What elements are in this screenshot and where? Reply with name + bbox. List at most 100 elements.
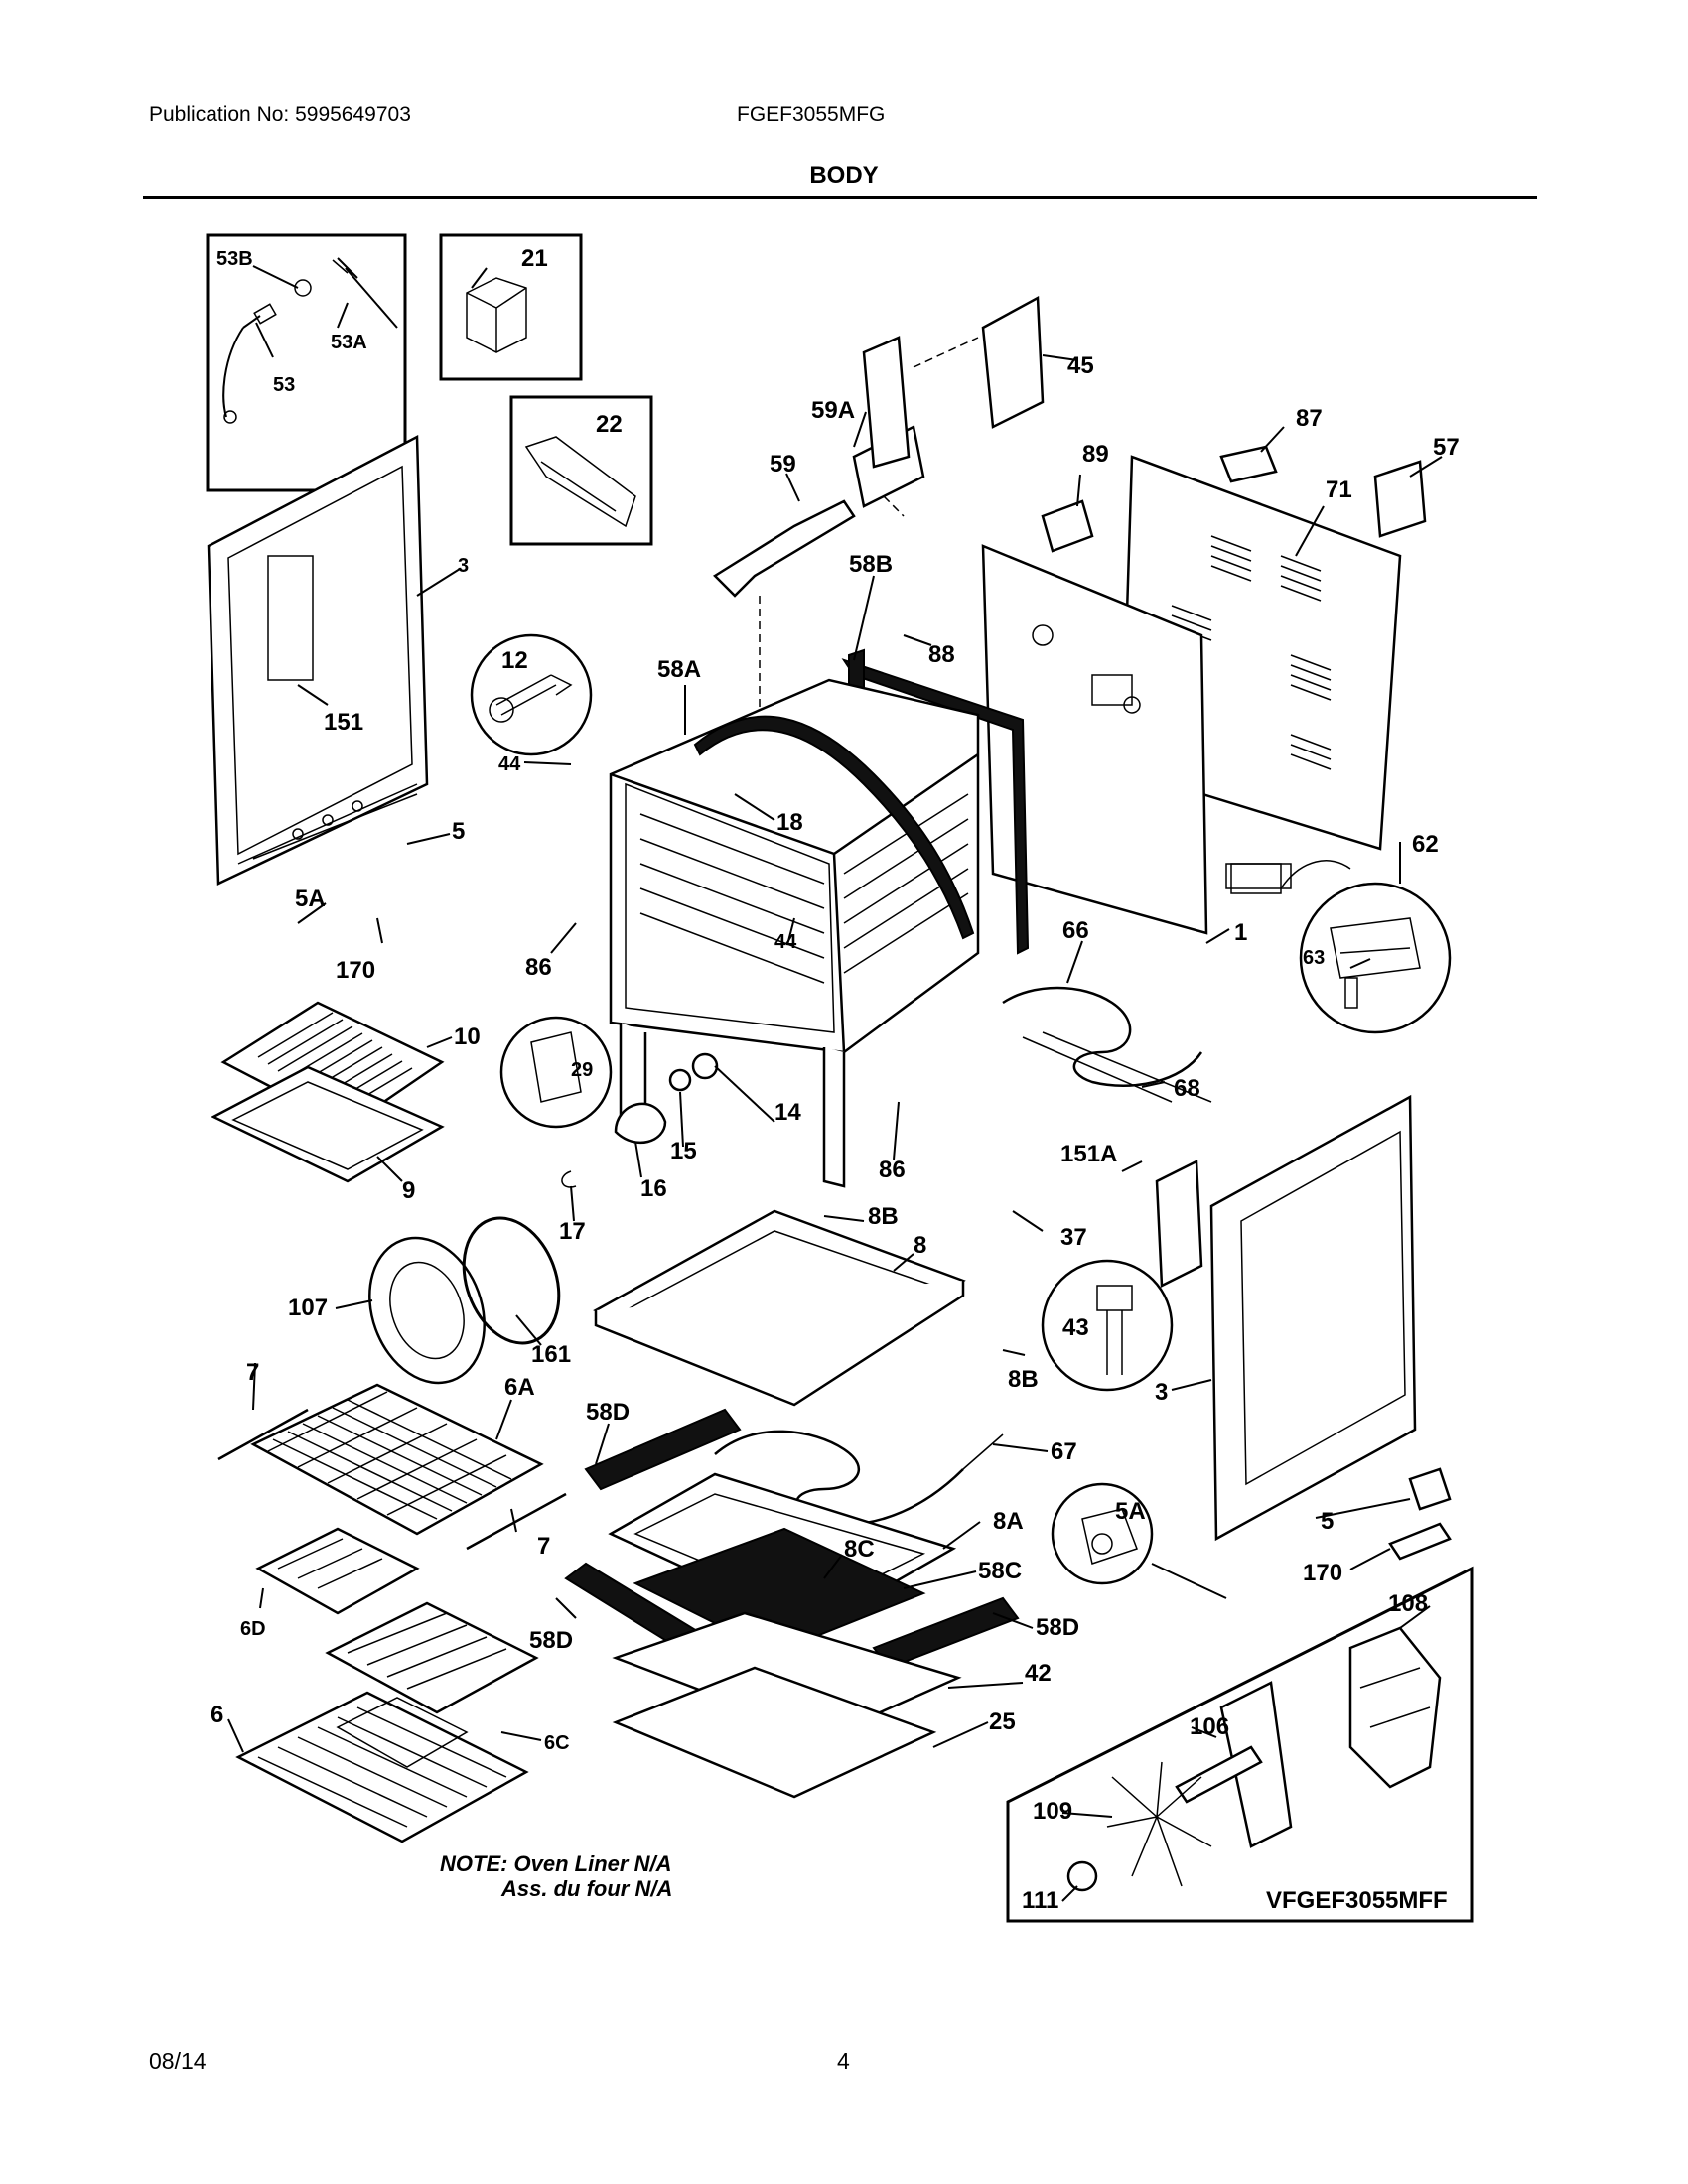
label-107: 107 [288,1295,328,1321]
label-8B-a: 8B [868,1203,899,1230]
label-87: 87 [1296,405,1323,432]
inset-box-thermostat-probe [206,233,407,492]
label-12: 12 [501,647,528,674]
inset-model-label: VFGEF3055MFF [1266,1887,1448,1914]
publication-number: Publication No: 5995649703 [149,103,411,126]
part-57 [1373,460,1427,538]
footer-page-number: 4 [837,2048,850,2074]
label-58A: 58A [657,656,701,683]
label-44-b: 44 [774,931,797,953]
label-21: 21 [521,245,548,272]
label-68: 68 [1174,1075,1200,1102]
label-59A: 59A [811,397,855,424]
label-9: 9 [402,1177,415,1204]
oven-light-parts [561,1052,719,1188]
label-17: 17 [559,1218,586,1245]
leader-lines [227,265,1443,1902]
label-151: 151 [324,709,363,736]
label-18: 18 [776,809,803,836]
part-87 [1219,445,1278,483]
label-10: 10 [454,1024,481,1050]
label-1: 1 [1234,919,1247,946]
inset-box-part-22 [509,395,653,546]
label-45: 45 [1067,352,1094,379]
label-7-a: 7 [246,1359,259,1386]
broiler-pan [211,1001,445,1183]
label-14: 14 [774,1099,801,1126]
leveling-leg-right [1388,1467,1452,1561]
label-8B-b: 8B [1008,1366,1039,1393]
inset-box-convection-fan [1006,1566,1474,1923]
label-89: 89 [1082,441,1109,468]
gasket-58D-right [872,1596,1020,1670]
label-71: 71 [1326,477,1352,503]
label-88: 88 [928,641,955,668]
bake-element-67 [714,1430,1004,1526]
label-170-right: 170 [1303,1560,1342,1586]
label-106: 106 [1190,1713,1229,1740]
label-5-right: 5 [1321,1508,1334,1535]
label-58D-c: 58D [1036,1614,1079,1641]
label-161: 161 [531,1341,571,1368]
label-58D-b: 58D [529,1627,573,1654]
inset-box-part-21 [439,233,583,381]
label-5A-right: 5A [1115,1498,1146,1525]
label-108: 108 [1388,1590,1428,1617]
label-86-b: 86 [879,1157,906,1183]
label-53: 53 [273,374,295,396]
label-7-b: 7 [537,1533,550,1560]
header-divider [143,196,1537,199]
part-89 [1041,499,1094,553]
label-37: 37 [1060,1224,1087,1251]
duct-parts [713,295,1045,735]
label-6: 6 [211,1702,223,1728]
label-59: 59 [770,451,796,478]
detail-circle-43 [1041,1259,1174,1392]
side-panel-right [1155,1094,1417,1542]
label-42: 42 [1025,1660,1052,1687]
oven-rack-6C [325,1601,539,1714]
label-15: 15 [670,1138,697,1164]
label-58B: 58B [849,551,893,578]
detail-circle-29 [499,1016,613,1129]
label-8A: 8A [993,1508,1024,1535]
label-6D: 6D [240,1618,266,1640]
section-title: BODY [809,162,879,189]
note-line-2: Ass. du four N/A [500,1876,672,1901]
label-43: 43 [1062,1314,1089,1341]
label-63: 63 [1303,947,1325,969]
panel-42-25 [612,1611,962,1799]
label-44-a: 44 [498,753,521,775]
label-3-left: 3 [458,555,469,577]
side-panel-left [207,434,429,886]
label-53B: 53B [216,248,253,270]
callout-labels: 53B 53A 53 21 22 45 59A 87 59 89 57 71 3… [211,245,1460,1914]
rack-rail-7a [217,1408,309,1461]
footer-date: 08/14 [149,2048,207,2074]
label-66: 66 [1062,917,1089,944]
label-6C: 6C [544,1732,570,1754]
label-58D-a: 58D [586,1399,630,1426]
label-53A: 53A [331,332,367,353]
bake-element-66 [1002,986,1212,1103]
label-111: 111 [1022,1887,1058,1914]
oven-rack-6A [250,1383,544,1536]
label-3-right: 3 [1155,1379,1168,1406]
drawer-liner-8 [593,1209,966,1407]
label-29: 29 [571,1059,593,1081]
oven-rack-6D [255,1527,420,1615]
model-number: FGEF3055MFG [737,103,886,126]
label-151A: 151A [1060,1141,1117,1167]
label-62: 62 [1412,831,1439,858]
label-58C: 58C [978,1558,1022,1584]
oven-cavity-58A [609,678,980,1188]
label-57: 57 [1433,434,1460,461]
label-16: 16 [640,1175,667,1202]
label-5A-left: 5A [295,886,326,912]
oven-rack-6 [235,1691,529,1843]
detail-circle-5A [1051,1482,1154,1585]
detail-circle-62 [1225,860,1452,1034]
label-170-left: 170 [336,957,375,984]
label-25: 25 [989,1708,1016,1735]
